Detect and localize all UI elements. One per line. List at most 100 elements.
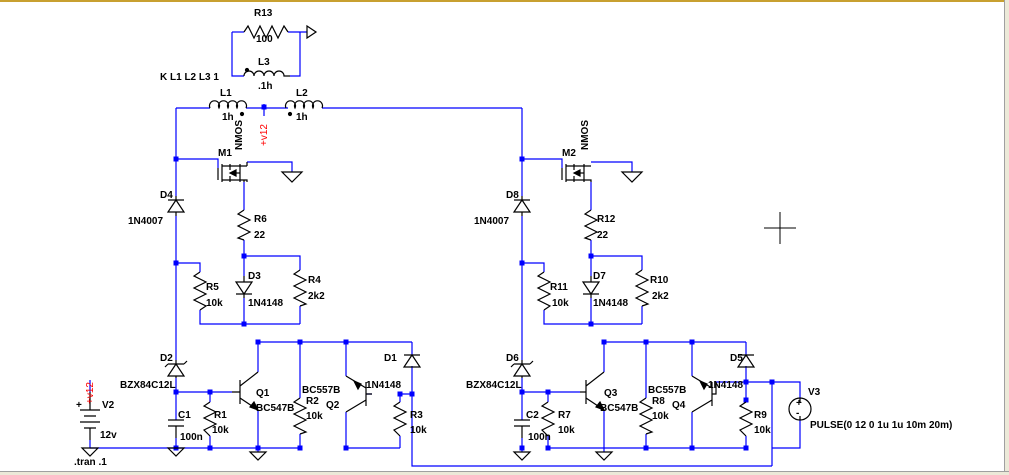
inductor-l1[interactable]: L1 1h: [208, 88, 248, 123]
resistor-r9[interactable]: R9 10k: [738, 401, 771, 437]
inductor-l3[interactable]: L3 .1h: [243, 57, 290, 92]
resistor-r7[interactable]: R7 10k: [540, 401, 575, 437]
m1-name: M1: [218, 148, 232, 159]
zener-d2[interactable]: D2 BZX84C12L: [120, 353, 188, 391]
ground-m1: [280, 171, 304, 183]
resistor-r8[interactable]: R8 10k: [638, 396, 669, 435]
junctions: [173, 104, 775, 451]
voltage-source-v3[interactable]: + - V3 PULSE(0 12 0 1u 1u 10m 20m): [788, 387, 952, 431]
q4-value: BC557B: [648, 385, 686, 396]
d2-name: D2: [160, 353, 173, 364]
resistor-r13[interactable]: R13 100: [243, 8, 289, 45]
window-bottom-border: [0, 471, 1009, 475]
inductor-l2[interactable]: L2 1h: [284, 88, 324, 123]
mosfet-m1[interactable]: M1 NMOS: [217, 120, 248, 182]
m2-value: NMOS: [580, 120, 591, 150]
r5-value: 10k: [206, 298, 223, 309]
v2-value: 12v: [100, 430, 117, 441]
r12-value: 22: [597, 230, 609, 241]
d5-name: D5: [730, 353, 743, 364]
r13-value: 100: [256, 34, 273, 45]
r10-name: R10: [650, 275, 669, 286]
diode-d8[interactable]: D8 1N4007: [474, 190, 532, 227]
r3-name: R3: [410, 410, 423, 421]
v2-name: V2: [102, 400, 115, 411]
voltage-source-v2[interactable]: + V2 12v: [76, 392, 117, 441]
r9-value: 10k: [754, 425, 771, 436]
r6-name: R6: [254, 214, 267, 225]
r10-value: 2k2: [652, 291, 669, 302]
diode-d1[interactable]: D1 1N4148: [366, 353, 422, 391]
diode-d5[interactable]: D5 1N4148: [708, 353, 756, 391]
capacitor-c1[interactable]: C1 100n: [168, 410, 203, 443]
zener-d6[interactable]: D6 BZX84C12L: [466, 353, 534, 391]
tran-directive[interactable]: .tran .1: [74, 457, 107, 468]
net-label-v12-left[interactable]: +v12: [85, 382, 96, 404]
resistor-r10[interactable]: R10 2k2: [634, 269, 669, 307]
r1-name: R1: [214, 410, 227, 421]
mosfet-m2[interactable]: M2 NMOS: [561, 120, 592, 182]
q1-value: BC547B: [256, 403, 294, 414]
r7-value: 10k: [558, 425, 575, 436]
l2-name: L2: [296, 88, 308, 99]
resistor-r2[interactable]: R2 10k: [292, 396, 323, 435]
d1-name: D1: [384, 353, 397, 364]
diode-d4[interactable]: D4 1N4007: [128, 190, 186, 227]
r8-value: 10k: [652, 411, 669, 422]
coupling-directive[interactable]: K L1 L2 L3 1: [160, 72, 219, 83]
diode-d7[interactable]: D7 1N4148: [581, 271, 628, 309]
r11-name: R11: [550, 282, 568, 293]
net-label-v12-top[interactable]: +v12: [259, 124, 270, 146]
d8-value: 1N4007: [474, 216, 509, 227]
q3-name: Q3: [604, 388, 618, 399]
transistor-q1[interactable]: Q1 BC547B: [232, 371, 294, 414]
wires: [89, 31, 801, 467]
r4-name: R4: [308, 275, 321, 286]
v3-minus: -: [796, 408, 799, 419]
r2-name: R2: [306, 396, 319, 407]
d7-value: 1N4148: [593, 298, 628, 309]
r12-name: R12: [597, 214, 616, 225]
c1-value: 100n: [180, 432, 203, 443]
d2-value: BZX84C12L: [120, 380, 176, 391]
capacitor-c2[interactable]: C2 100n: [514, 410, 551, 443]
m2-name: M2: [562, 148, 576, 159]
resistor-r1[interactable]: R1 10k: [202, 401, 229, 437]
q4-name: Q4: [672, 400, 686, 411]
diode-d3[interactable]: D3 1N4148: [234, 271, 283, 309]
crosshair-cursor-icon: [764, 212, 796, 244]
transistor-q4[interactable]: BC557B Q4: [648, 375, 717, 413]
resistor-r4[interactable]: R4 2k2: [292, 269, 325, 307]
r8-name: R8: [652, 396, 665, 407]
l1-name: L1: [220, 88, 232, 99]
resistor-r11[interactable]: R11 10k: [536, 271, 569, 311]
r13-name: R13: [254, 8, 273, 19]
r1-value: 10k: [212, 425, 229, 436]
r5-name: R5: [206, 282, 219, 293]
d5-value: 1N4148: [708, 380, 743, 391]
d6-value: BZX84C12L: [466, 380, 522, 391]
transistor-q3[interactable]: Q3 BC547B: [580, 371, 638, 414]
resistor-r6[interactable]: R6 22: [236, 209, 267, 241]
resistor-r3[interactable]: R3 10k: [392, 401, 427, 437]
d6-name: D6: [506, 353, 519, 364]
r2-value: 10k: [306, 411, 323, 422]
v3-value: PULSE(0 12 0 1u 1u 10m 20m): [810, 420, 952, 431]
d8-name: D8: [506, 190, 519, 201]
transistor-q2[interactable]: BC557B Q2: [302, 375, 372, 413]
l2-value: 1h: [296, 112, 308, 123]
m1-value: NMOS: [234, 120, 245, 150]
v3-plus: +: [796, 398, 802, 409]
d1-value: 1N4148: [366, 380, 401, 391]
q1-name: Q1: [256, 388, 270, 399]
r11-value: 10k: [552, 298, 569, 309]
ground-m2: [620, 171, 644, 183]
resistor-r12[interactable]: R12 22: [583, 209, 616, 241]
ground-symbols: [80, 447, 614, 461]
r7-name: R7: [558, 410, 571, 421]
q3-value: BC547B: [600, 403, 638, 414]
d3-name: D3: [248, 271, 261, 282]
c2-value: 100n: [528, 432, 551, 443]
resistor-r5[interactable]: R5 10k: [192, 271, 223, 311]
